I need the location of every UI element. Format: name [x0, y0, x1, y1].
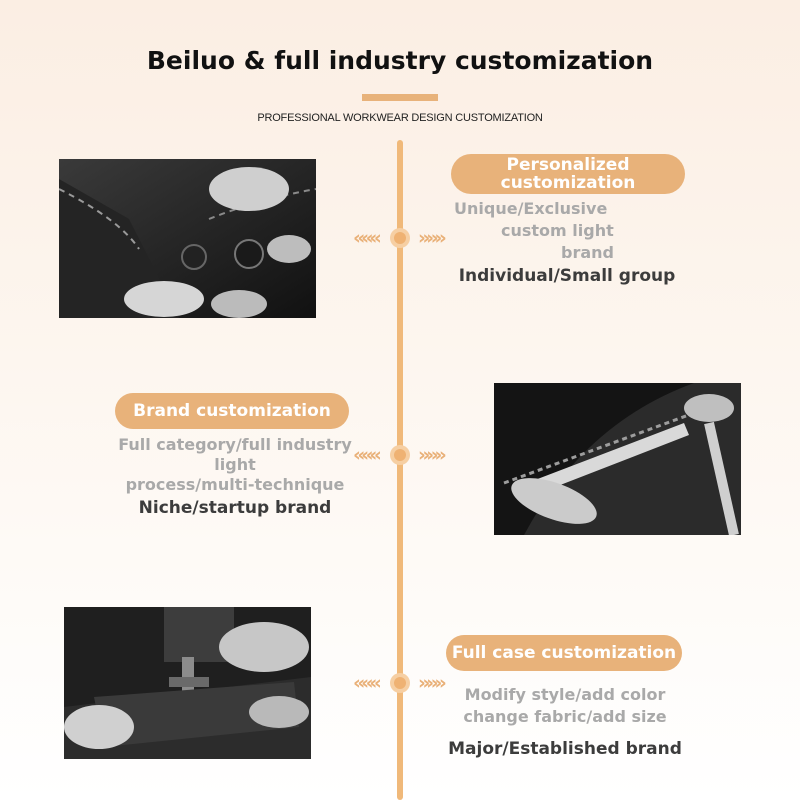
chevrons-left-icon: «««: [353, 444, 382, 466]
chevrons-right-icon: »»»: [418, 672, 447, 694]
timeline-dot: [390, 673, 410, 693]
section-2-description: Full category/full industry light proces…: [100, 435, 370, 495]
desc-line: process/multi-technique: [125, 475, 345, 494]
desc-line: light: [214, 455, 256, 474]
desc-line: Unique/Exclusive: [454, 199, 608, 218]
section-3-audience: Major/Established brand: [448, 739, 682, 759]
desc-line: custom light: [501, 221, 614, 240]
timeline-dot: [390, 228, 410, 248]
chevrons-left-icon: «««: [353, 672, 382, 694]
full-case-customization-badge: Full case customization: [446, 635, 682, 671]
chevrons-left-icon: «««: [353, 227, 382, 249]
desc-line: change fabric/add size: [463, 707, 667, 726]
measuring-tape-photo: [494, 383, 741, 535]
chevrons-right-icon: »»»: [418, 227, 447, 249]
badge-line-2: customization: [500, 173, 636, 193]
page-subtitle: PROFESSIONAL WORKWEAR DESIGN CUSTOMIZATI…: [257, 112, 543, 124]
desc-line: Full category/full industry: [118, 435, 352, 454]
brand-customization-badge: Brand customization: [115, 393, 349, 429]
button-sewing-photo: [59, 159, 316, 318]
section-1-description: Unique/Exclusive custom light brand: [440, 198, 640, 264]
title-underline: [362, 94, 438, 101]
timeline-line: [397, 140, 403, 800]
chevrons-right-icon: »»»: [418, 444, 447, 466]
badge-line-1: Personalized: [506, 155, 630, 175]
timeline-dot: [390, 445, 410, 465]
timeline-node-2: ««« »»»: [350, 443, 450, 467]
page-title: Beiluo & full industry customization: [146, 46, 654, 75]
personalized-customization-badge: Personalized customization: [451, 154, 685, 194]
timeline-node-1: ««« »»»: [350, 226, 450, 250]
desc-line: Modify style/add color: [464, 685, 666, 704]
section-1-audience: Individual/Small group: [458, 266, 676, 286]
desc-line: brand: [561, 243, 614, 262]
sewing-machine-photo: [64, 607, 311, 759]
timeline-node-3: ««« »»»: [350, 671, 450, 695]
section-2-audience: Niche/startup brand: [138, 498, 332, 518]
section-3-description: Modify style/add color change fabric/add…: [440, 684, 690, 728]
